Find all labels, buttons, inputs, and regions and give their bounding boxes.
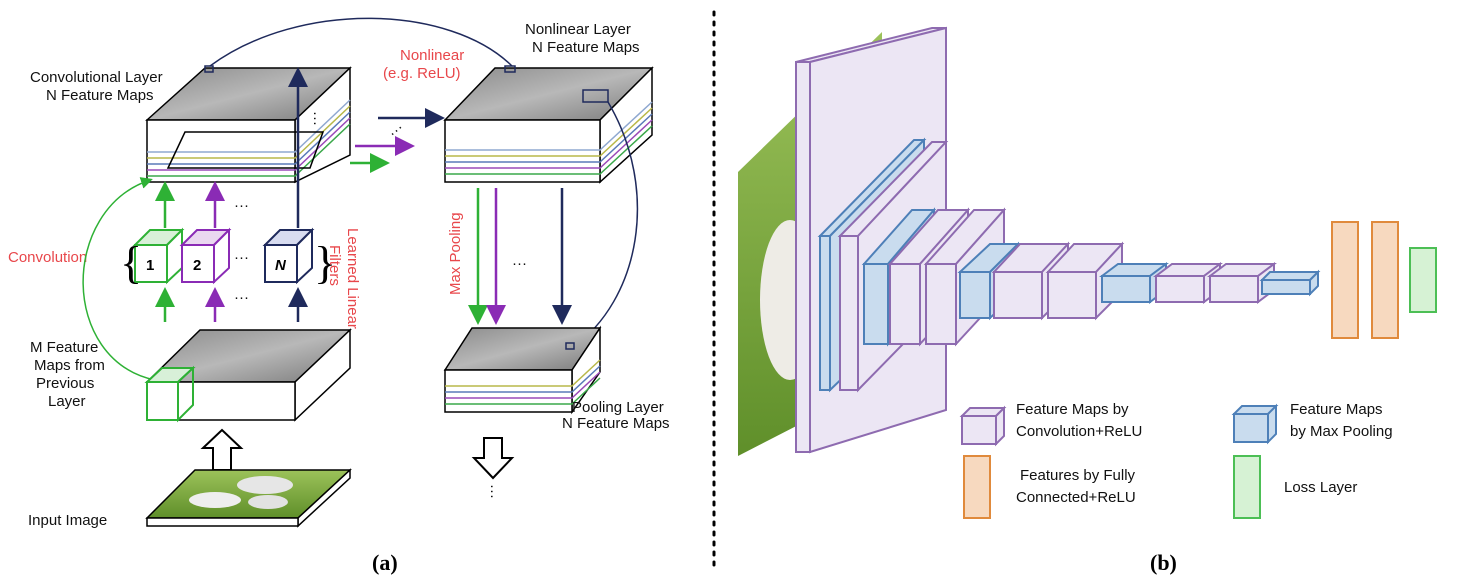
loss-layer bbox=[1409, 247, 1437, 313]
legend-conv-label-1: Feature Maps by bbox=[1016, 401, 1129, 418]
convolution-label: Convolution bbox=[8, 249, 87, 266]
output-down-arrow bbox=[471, 437, 515, 480]
conv-layer-label-2: N Feature Maps bbox=[46, 87, 154, 104]
right-brace: } bbox=[314, 237, 336, 288]
left-brace: { bbox=[120, 237, 142, 288]
filter-cube-n: N bbox=[262, 227, 315, 285]
legend-conv-swatch bbox=[959, 405, 1007, 447]
nonlinear-op-label-2: (e.g. ReLU) bbox=[383, 65, 461, 82]
max-pooling-label: Max Pooling bbox=[447, 212, 464, 295]
previous-layer-block bbox=[144, 328, 352, 423]
caption-a: (a) bbox=[372, 550, 398, 575]
legend-fc-label-2: Connected+ReLU bbox=[1016, 489, 1136, 506]
nonlinear-arrow-ellipsis: ··· bbox=[385, 119, 407, 142]
conv-ellipsis: ··· bbox=[307, 111, 324, 126]
learned-filters-label-1: Learned Linear bbox=[344, 228, 361, 329]
filter-cube-2: 2 bbox=[179, 227, 232, 285]
arc-conv-to-nonlinear bbox=[209, 17, 513, 67]
nonlinear-layer-label-2: N Feature Maps bbox=[532, 39, 640, 56]
legend-conv-label-2: Convolution+ReLU bbox=[1016, 423, 1142, 440]
prev-layer-label-4: Layer bbox=[48, 393, 86, 410]
legend-pool-label-1: Feature Maps bbox=[1290, 401, 1383, 418]
prev-layer-label-1: M Feature bbox=[30, 339, 98, 356]
panel-b: Feature Maps by Convolution+ReLU Feature… bbox=[738, 26, 1437, 575]
input-up-arrow bbox=[200, 428, 244, 471]
fc-layer-1 bbox=[1331, 221, 1359, 339]
pool-ellipsis: ··· bbox=[512, 255, 527, 272]
prev-layer-label-2: Maps from bbox=[34, 357, 105, 374]
filter-cube-1: 1 bbox=[132, 227, 185, 285]
legend-fc-label-1: Features by Fully bbox=[1020, 467, 1136, 484]
pooling-layer-label-1: Pooling Layer bbox=[572, 399, 664, 416]
prev-layer-label-3: Previous bbox=[36, 375, 94, 392]
top-ellipsis: ··· bbox=[234, 197, 249, 214]
input-image bbox=[145, 468, 352, 528]
input-image-label: Input Image bbox=[28, 512, 107, 529]
legend-pool-swatch bbox=[1231, 403, 1279, 445]
arc-nonlinear-to-pooling bbox=[571, 101, 639, 349]
fc-layer-2 bbox=[1371, 221, 1399, 339]
filter-n-label: N bbox=[275, 257, 287, 274]
legend: Feature Maps by Convolution+ReLU Feature… bbox=[959, 401, 1393, 519]
pool5-feature-maps bbox=[1259, 269, 1321, 297]
arc-convolution bbox=[82, 177, 156, 381]
pooling-layer-block bbox=[443, 325, 602, 415]
bottom-ellipsis: ··· bbox=[234, 289, 249, 306]
nonlinear-layer-label-1: Nonlinear Layer bbox=[525, 21, 631, 38]
legend-loss-swatch bbox=[1233, 455, 1261, 519]
learned-filters-label-2: Filters bbox=[326, 245, 343, 286]
panel-a: Convolutional Layer N Feature Maps ··· N… bbox=[8, 17, 670, 575]
output-ellipsis: ··· bbox=[484, 484, 501, 499]
caption-b: (b) bbox=[1150, 550, 1177, 575]
legend-loss-label: Loss Layer bbox=[1284, 479, 1357, 496]
pooling-layer-label-2: N Feature Maps bbox=[562, 415, 670, 432]
conv-layer-label-1: Convolutional Layer bbox=[30, 69, 163, 86]
filters-ellipsis: ··· bbox=[234, 249, 249, 266]
nonlinear-layer-block bbox=[443, 65, 654, 184]
legend-fc-swatch bbox=[963, 455, 991, 519]
nonlinear-op-label-1: Nonlinear bbox=[400, 47, 464, 64]
legend-pool-label-2: by Max Pooling bbox=[1290, 423, 1393, 440]
filter-2-label: 2 bbox=[193, 257, 201, 274]
conv8-feature-maps bbox=[1207, 262, 1277, 304]
filter-1-label: 1 bbox=[146, 257, 154, 274]
